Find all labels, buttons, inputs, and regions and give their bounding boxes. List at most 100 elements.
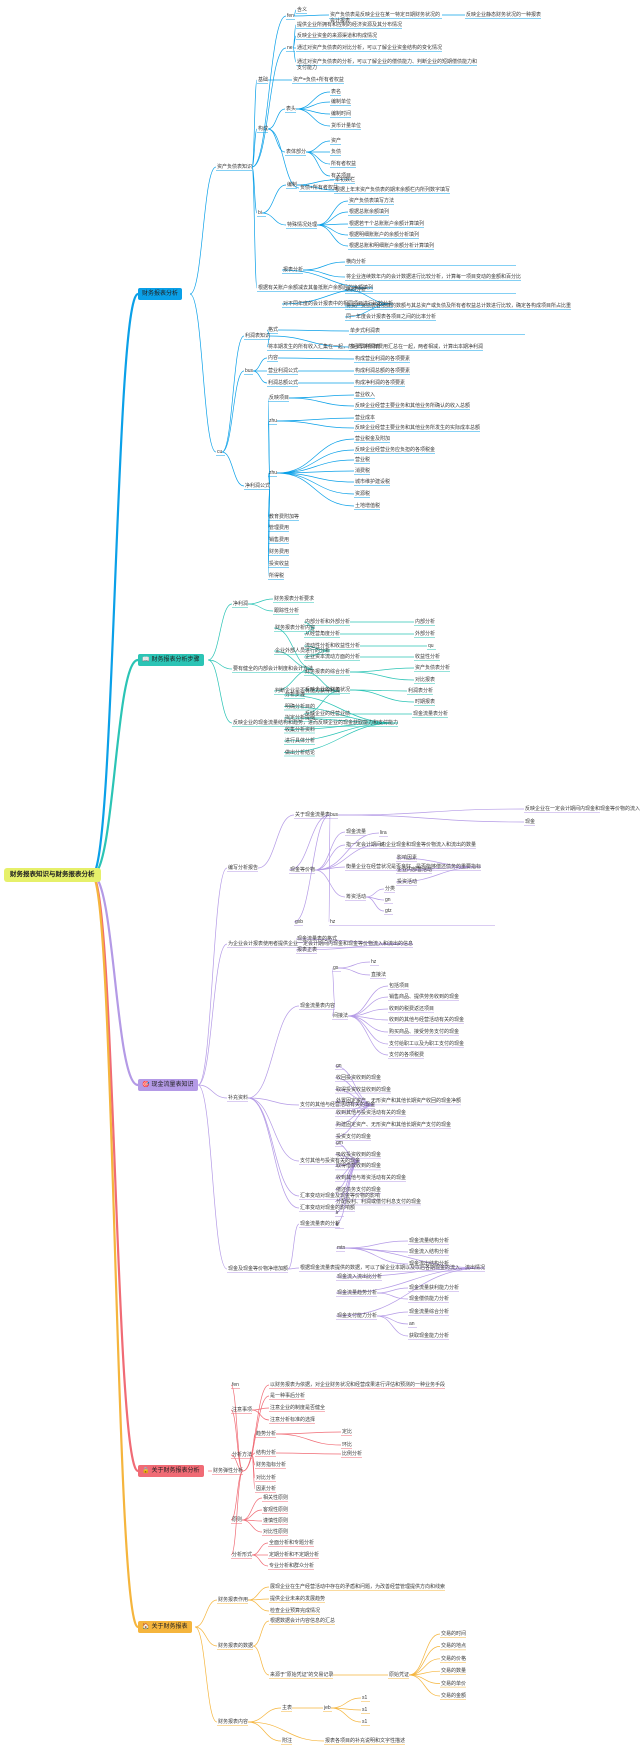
mindmap-node[interactable]: 反映企业资金的来源渠道和构成情况 (297, 33, 378, 39)
mindmap-node[interactable]: 现金及现金等价物净增加额 (228, 1266, 289, 1272)
mindmap-node[interactable]: gn (336, 1063, 342, 1069)
mindmap-node[interactable]: 定比 (342, 1429, 353, 1435)
mindmap-node[interactable]: s1 (362, 1707, 368, 1713)
mindmap-node[interactable]: 根据现金流量表提供的数据，可以了解企业本期以及以后各期现金的流入、流出情况 (300, 1265, 486, 1271)
mindmap-node[interactable]: 客观性原则 (263, 1507, 289, 1513)
mindmap-node[interactable]: bus (330, 812, 339, 818)
mindmap-node[interactable]: 根据数据会计内容信息的汇总 (270, 1618, 336, 1624)
mindmap-node[interactable]: 是一种事后分析 (270, 1393, 306, 1399)
mindmap-node[interactable]: 根据明细账账户的余额分析填列 (349, 232, 420, 238)
mindmap-node[interactable]: 教育费附加等 (269, 514, 300, 520)
mindmap-node[interactable]: 将企业连续数年内的会计数据进行比较分析，计算每一项目变动的金额和百分比 (346, 274, 522, 280)
mindmap-node[interactable]: 营业税金及附加 (355, 436, 391, 442)
mindmap-node[interactable]: 资产=负债+所有者权益 (293, 77, 344, 83)
mindmap-node[interactable]: 财务费用 (269, 549, 290, 555)
mindmap-node[interactable]: zhu (269, 470, 278, 476)
mindmap-node[interactable]: lr (336, 1221, 339, 1228)
mindmap-node[interactable]: 取得借款收到的现金 (336, 1163, 382, 1170)
mindmap-node[interactable]: 以财务报表为依据，对企业财务状况和经营成果进行评估和预测的一种业务手段 (270, 1382, 446, 1388)
mindmap-node[interactable]: 为企业会计报表使用者提供企业一定会计期间内现金和现金等价物流入和流出的信息 (228, 941, 414, 947)
mindmap-node[interactable]: 城市维护建设税 (355, 479, 391, 485)
mindmap-node[interactable]: 现金流量获利能力分析 (409, 1285, 460, 1291)
mindmap-node[interactable]: 现金等价物 (290, 867, 316, 873)
mindmap-node[interactable]: 基础 (258, 77, 269, 83)
mindmap-node[interactable]: 营业收入 (355, 392, 376, 398)
mindmap-node[interactable]: 报表各项目的补充说明和文字性描述 (325, 1738, 406, 1744)
mindmap-node[interactable]: bi (258, 210, 262, 216)
mindmap-node[interactable]: 指一定会计期间内企业现金和现金等价物流入和流出的数量 (346, 842, 477, 848)
mindmap-node[interactable]: 专业分析和群众分析 (269, 1563, 315, 1569)
mindmap-node[interactable]: 根据有关账户余额减去其备抵账户余额后的净额填列 (258, 285, 374, 291)
mindmap-node[interactable]: 反映企业在一定会计期间内现金和现金等价物的流入和流出的报表 (525, 806, 640, 812)
mindmap-node[interactable]: 结构分析 (256, 1450, 277, 1456)
mindmap-node[interactable]: 全面分析和专题分析 (269, 1540, 315, 1546)
mindmap-node[interactable]: hz (371, 959, 377, 965)
mindmap-node[interactable]: 通过对资产负债表的分析，可以了解企业的偿债能力、判断企业的短期偿债能力和支付能力 (297, 59, 478, 71)
mindmap-node[interactable]: 影响因素 (397, 855, 418, 861)
mindmap-node[interactable]: 反映企业经营主要业务和其他业务所发生的实际成本总额 (355, 425, 481, 431)
mindmap-node[interactable]: gs (333, 965, 339, 971)
mindmap-node[interactable]: 单步式利润表 (350, 328, 381, 334)
mindmap-node[interactable]: 横向分析 (346, 259, 367, 265)
mindmap-node[interactable]: gm (336, 1140, 343, 1146)
mindmap-node[interactable]: 表头 (286, 106, 297, 112)
mindmap-node[interactable]: 报表正表 (297, 947, 318, 953)
mindmap-node[interactable]: 编制单位 (331, 99, 352, 105)
mindmap-node[interactable]: 跟踪性分析 (274, 608, 300, 614)
mindmap-node[interactable]: 投资活动 (397, 879, 418, 885)
mindmap-node[interactable]: 分析步骤 (285, 692, 306, 698)
mindmap-node[interactable]: 收集分析资料 (285, 726, 316, 733)
mindmap-node[interactable]: 反映企业经营主要业务和其他业务所确认的收入总额 (355, 403, 471, 409)
mindmap-node[interactable]: 资产 (331, 138, 342, 144)
mindmap-node[interactable]: hz (330, 919, 336, 925)
mindmap-node[interactable]: 支付给职工以及为职工支付的现金 (389, 1041, 465, 1047)
mindmap-node[interactable]: gtz (385, 908, 392, 914)
mindmap-node[interactable]: 编制 (287, 182, 298, 188)
mindmap-node[interactable]: 支付的各项税费 (389, 1052, 425, 1058)
mindmap-node[interactable]: lira (380, 830, 387, 836)
mindmap-node[interactable]: 现金偿债能力分析 (409, 1296, 450, 1302)
mindmap-node[interactable]: 消费税 (355, 468, 371, 474)
mindmap-node[interactable]: 构成 (258, 126, 269, 132)
mindmap-node[interactable]: 特殊情况处理 (287, 222, 318, 228)
mindmap-node[interactable]: 附注 (282, 1738, 293, 1744)
mindmap-node[interactable]: 负债 (331, 149, 342, 155)
mindmap-node[interactable]: 筹资活动 (346, 894, 367, 900)
mindmap-node[interactable]: 根据若干个总账账户余额计算填列 (349, 221, 425, 227)
mindmap-node[interactable]: 定期分析和不定期分析 (269, 1552, 320, 1558)
mindmap-node[interactable]: 根据上年末资产负债表的期末余额栏内所列数字填写 (335, 187, 451, 193)
mindmap-node[interactable]: 分析形式 (232, 1552, 253, 1558)
mindmap-node[interactable]: 交易的单价 (441, 1680, 467, 1687)
mindmap-node[interactable]: 来源于“原始凭证”的交易记录 (270, 1672, 334, 1678)
mindmap-node[interactable]: 收到其他与筹资活动有关的现金 (336, 1175, 407, 1182)
mindmap-node[interactable]: ne (287, 45, 293, 51)
mindmap-node[interactable]: 反映企业的财务状况 (305, 687, 351, 693)
root-topic[interactable]: 财务报表知识与财务报表分析 (4, 868, 101, 882)
mindmap-node[interactable]: 做出分析结论 (285, 749, 316, 756)
mindmap-node[interactable]: 谨慎性原则 (263, 1518, 289, 1524)
mindmap-node[interactable]: 营业税 (355, 457, 371, 463)
mindmap-node[interactable]: 现金流量综合分析 (409, 1309, 450, 1315)
mindmap-node[interactable]: 利润表知识 (245, 333, 271, 339)
mindmap-node[interactable]: 利润表分析 (408, 688, 434, 694)
mindmap-node[interactable]: 提供企业未来的发展趋势 (270, 1596, 326, 1602)
mindmap-node[interactable]: 销售商品、提供劳务收到的现金 (389, 994, 460, 1000)
mindmap-node[interactable]: 构成利润总额的各项要素 (355, 368, 411, 374)
mindmap-node[interactable]: 取得投资收益收到的现金 (336, 1086, 392, 1093)
mindmap-node[interactable]: an (409, 1321, 415, 1327)
mindmap-node[interactable]: 比例分析 (342, 1451, 363, 1457)
mindmap-node[interactable]: 将资产负债表各项目的数额与其总资产或负债及所有者权益总计数进行比较，确定各构成项… (346, 303, 572, 309)
mindmap-node[interactable]: 补充资料 (228, 1095, 249, 1101)
mindmap-node[interactable]: 检查企业预算完成情况 (270, 1608, 321, 1614)
mindmap-node[interactable]: 交易的数量 (441, 1668, 467, 1675)
mindmap-node[interactable]: 收到的其他与经营活动有关的现金 (389, 1017, 465, 1023)
mindmap-node[interactable]: 购建固定资产、无形资产和其他长期资产支付的现金 (336, 1122, 452, 1128)
mindmap-node[interactable]: s1 (362, 1695, 368, 1701)
mindmap-node[interactable]: 财务报表的综合分析 (305, 669, 351, 675)
mindmap-node[interactable]: 现金流量表的格式 (297, 936, 338, 942)
mindmap-node[interactable]: 年初数栏 (335, 177, 356, 183)
mindmap-node[interactable]: 编制时间 (331, 111, 352, 117)
mindmap-node[interactable]: 从经营角度分析 (305, 631, 341, 637)
mindmap-node[interactable]: 财务弹性分析 (213, 1468, 244, 1474)
mindmap-node[interactable]: 对比报表 (415, 677, 436, 683)
